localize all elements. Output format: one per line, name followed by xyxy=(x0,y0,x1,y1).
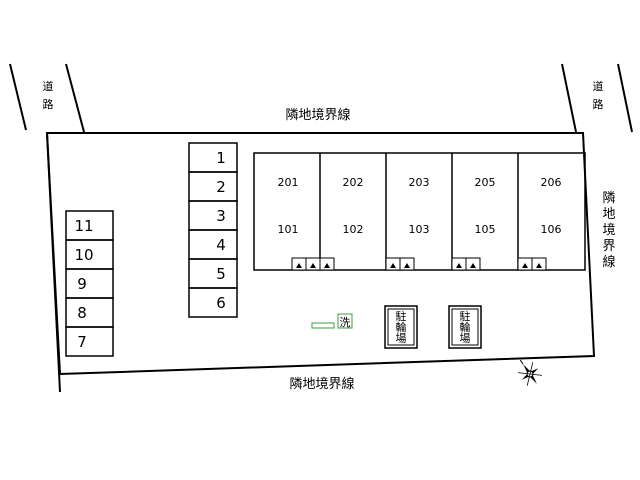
bicycle-parking-outline xyxy=(384,305,418,349)
boundary-right-char-2: 地 xyxy=(602,207,615,222)
parking-center xyxy=(188,142,238,318)
bicycle-parking-char: 駐 xyxy=(396,309,407,323)
boundary-label-right: 隣 地 境 界 線 xyxy=(602,190,615,270)
parking-space xyxy=(188,287,238,318)
bicycle-parking-char: 場 xyxy=(396,332,407,345)
boundary-right-char-1: 隣 xyxy=(602,190,615,206)
parking-number: 3 xyxy=(216,207,226,225)
entrance-arrow xyxy=(296,263,302,268)
entrance-arrow xyxy=(456,263,462,268)
compass-diagonal xyxy=(526,362,534,386)
parking-space xyxy=(188,200,238,231)
boundary-label-bottom: 隣地境界線 xyxy=(289,376,354,392)
unit-number: 205 xyxy=(475,176,496,189)
road-edge-left-inner xyxy=(65,63,85,133)
bicycle-parking-char: 輪 xyxy=(396,320,407,334)
lot-boundary-left-extension xyxy=(46,132,61,393)
road-edge-left-outer xyxy=(9,63,27,131)
road-label-right-1: 道 xyxy=(593,79,604,93)
compass-rose-icon xyxy=(517,359,543,386)
road-edge-lines xyxy=(9,63,633,133)
unit-number: 206 xyxy=(541,176,562,189)
parking-left xyxy=(65,210,114,357)
parking-space xyxy=(188,171,238,202)
bicycle-parking-right xyxy=(448,305,482,349)
unit-number: 103 xyxy=(409,223,430,236)
unit-number: 102 xyxy=(343,223,364,236)
building-outline xyxy=(253,152,586,271)
road-label-left-1: 道 xyxy=(43,79,54,93)
entrance-arrow xyxy=(522,263,528,268)
parking-space xyxy=(65,326,114,357)
parking-space xyxy=(188,229,238,260)
entrance-arrow xyxy=(310,263,316,268)
road-label-right-2: 路 xyxy=(593,98,604,111)
bicycle-parking-char: 輪 xyxy=(460,320,471,334)
entrance-arrows xyxy=(296,263,542,268)
parking-number: 5 xyxy=(216,265,226,283)
boundary-right-char-4: 界 xyxy=(602,239,615,254)
parking-number: 11 xyxy=(74,217,93,235)
parking-space xyxy=(188,258,238,289)
bicycle-parking-outline xyxy=(448,305,482,349)
parking-number: 2 xyxy=(216,178,226,196)
wash-area-box xyxy=(337,313,353,329)
entrance-markers xyxy=(291,257,547,271)
unit-number: 105 xyxy=(475,223,496,236)
bicycle-parking-char: 駐 xyxy=(460,309,471,323)
compass-north-tick xyxy=(519,359,524,365)
bicycle-parking-char: 場 xyxy=(460,332,471,345)
parking-number: 10 xyxy=(74,246,93,264)
parking-number: 4 xyxy=(216,236,226,254)
parking-number: 7 xyxy=(77,333,87,351)
parking-number: 9 xyxy=(77,275,87,293)
bicycle-parking-inner xyxy=(451,308,479,346)
entrance-arrow xyxy=(470,263,476,268)
unit-number: 203 xyxy=(409,176,430,189)
parking-space xyxy=(188,142,238,173)
boundary-right-char-5: 線 xyxy=(602,254,615,270)
parking-number: 1 xyxy=(216,149,226,167)
entrance-arrow xyxy=(536,263,542,268)
entrance-arrow xyxy=(404,263,410,268)
entrance-arrow xyxy=(390,263,396,268)
apartment-building xyxy=(253,152,586,271)
unit-number: 101 xyxy=(278,223,299,236)
bicycle-parking-left xyxy=(384,305,418,349)
parking-space xyxy=(65,297,114,328)
road-edge-right-outer xyxy=(617,63,633,133)
boundary-label-top: 隣地境界線 xyxy=(285,107,350,123)
road-label-left-2: 路 xyxy=(43,98,54,111)
road-edge-right-inner xyxy=(561,63,577,133)
boundary-right-char-3: 境 xyxy=(602,223,615,238)
parking-space xyxy=(65,268,114,299)
unit-number: 202 xyxy=(343,176,364,189)
wash-area-label: 洗 xyxy=(340,316,351,329)
parking-number: 6 xyxy=(216,294,226,312)
wash-area-marker xyxy=(311,322,335,329)
unit-number: 201 xyxy=(278,176,299,189)
parking-number: 8 xyxy=(77,304,87,322)
entrance-arrow xyxy=(324,263,330,268)
bicycle-parking-inner xyxy=(387,308,415,346)
unit-number: 106 xyxy=(541,223,562,236)
